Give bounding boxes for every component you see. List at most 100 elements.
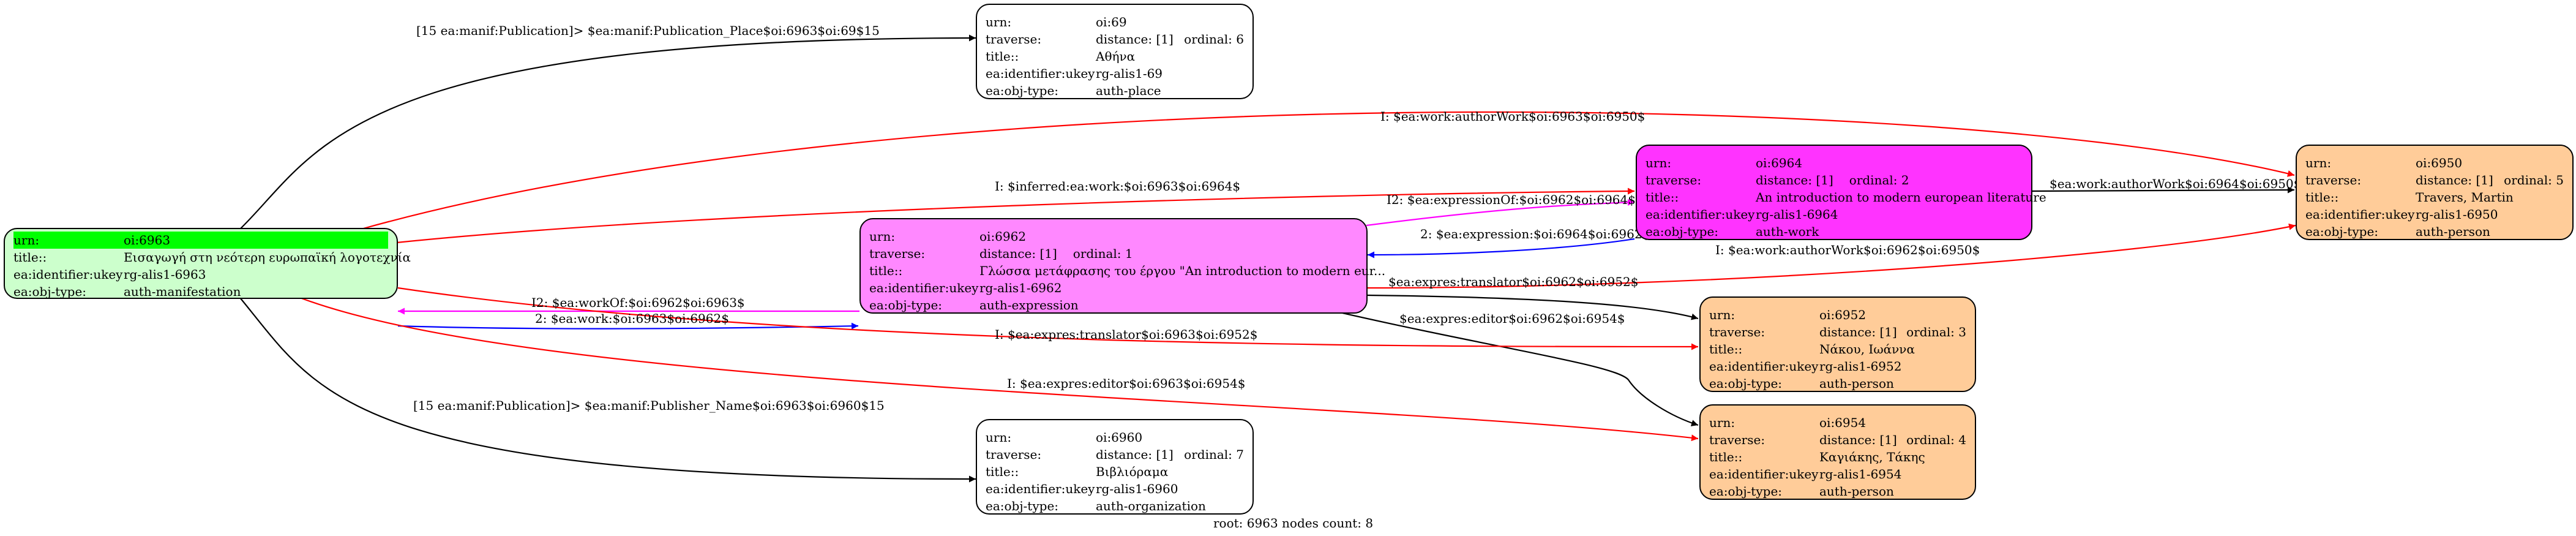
ukey-label: ea:identifier:ukey [986, 481, 1095, 496]
title-label: title:: [869, 263, 903, 278]
node-6960[interactable]: urn:oi:6960 traverse:distance: [1]ordina… [976, 419, 1254, 515]
node-6962-type-row: ea:obj-type:auth-expression [869, 296, 1358, 314]
ukey-value: rg-alis1-6950 [2416, 207, 2498, 222]
edge-translator-6962 [1367, 294, 1699, 320]
type-value: auth-person [1819, 484, 1894, 499]
urn-value: oi:6962 [979, 229, 1027, 244]
node-6954-type-row: ea:obj-type:auth-person [1709, 483, 1966, 500]
node-69-urn-row: urn:oi:69 [986, 13, 1244, 31]
traverse-label: traverse: [986, 32, 1042, 47]
node-6950-title-row: title::Travers, Martin [2305, 189, 2564, 206]
node-6954-traverse-row: traverse:distance: [1]ordinal: 4 [1709, 431, 1966, 448]
urn-label: urn: [13, 233, 40, 247]
ukey-value: rg-alis1-6952 [1819, 359, 1902, 374]
ukey-value: rg-alis1-6960 [1096, 481, 1178, 496]
title-value: Αθήνα [1096, 49, 1136, 64]
ordinal-value: ordinal: 2 [1849, 173, 1909, 187]
title-label: title:: [986, 49, 1019, 64]
edge-editor-6963 [299, 296, 1699, 442]
node-6962-traverse-row: traverse:distance: [1]ordinal: 1 [869, 245, 1358, 262]
title-value: Βιβλιόραμα [1096, 464, 1169, 479]
node-6964-title-row: title::An introduction to modern europea… [1646, 189, 2046, 206]
distance-value: distance: [1] [1096, 447, 1174, 462]
node-6963-urn-row: urn: oi:6963 [13, 232, 388, 249]
type-label: ea:obj-type: [986, 499, 1059, 513]
node-6963-title-row: title:: Εισαγωγή στη νεότερη ευρωπαϊκή λ… [13, 249, 411, 266]
edge-label-expression: 2: $ea:expression:$oi:6964$oi:6962$ [1420, 227, 1650, 241]
urn-value: oi:6954 [1819, 415, 1866, 430]
distance-value: distance: [1] [2416, 173, 2493, 187]
edge-expression [1367, 238, 1635, 259]
title-label: title:: [986, 464, 1019, 479]
edge-author-6962 [1367, 223, 2296, 289]
node-6963-type-row: ea:obj-type: auth-manifestation [13, 283, 388, 300]
node-6954[interactable]: urn:oi:6954 traverse:distance: [1]ordina… [1699, 404, 1976, 500]
urn-label: urn: [986, 430, 1012, 445]
node-6952-traverse-row: traverse:distance: [1]ordinal: 3 [1709, 323, 1966, 341]
edge-editor-6962 [1334, 310, 1699, 426]
ordinal-value: ordinal: 6 [1184, 32, 1244, 47]
urn-label: urn: [2305, 156, 2332, 170]
node-6963[interactable]: urn: oi:6963 title:: Εισαγωγή στη νεότερ… [4, 228, 411, 300]
node-6950[interactable]: urn:oi:6950 traverse:distance: [1]ordina… [2296, 145, 2574, 240]
title-value: An introduction to modern european liter… [1756, 190, 2046, 205]
title-label: title:: [1709, 450, 1743, 464]
edge-author-6963 [361, 111, 2295, 230]
ukey-value: rg-alis1-6954 [1819, 467, 1902, 481]
type-value: auth-place [1096, 83, 1161, 98]
ukey-label: ea:identifier:ukey [13, 267, 123, 282]
node-69-type-row: ea:obj-type: auth-place [986, 82, 1244, 99]
node-6952-urn-row: urn:oi:6952 [1709, 306, 1966, 323]
urn-value: oi:6952 [1819, 308, 1866, 322]
urn-label: urn: [1646, 156, 1672, 170]
ordinal-value: ordinal: 4 [1906, 432, 1966, 447]
type-value: auth-organization [1096, 499, 1206, 513]
type-value: auth-manifestation [124, 284, 241, 299]
ukey-label: ea:identifier:ukey [986, 66, 1095, 81]
title-label: title:: [1646, 190, 1679, 205]
edge-label-editor-6962: $ea:expres:editor$oi:6962$oi:6954$ [1399, 311, 1625, 326]
graph-footer: root: 6963 nodes count: 8 [1213, 516, 1374, 530]
type-value: auth-person [2416, 224, 2490, 239]
edge-label-expression-of: I2: $ea:expressionOf:$oi:6962$oi:6964$ [1387, 192, 1636, 207]
ukey-value: rg-alis1-69 [1096, 66, 1163, 81]
urn-value: oi:6964 [1756, 156, 1803, 170]
type-value: auth-expression [979, 298, 1079, 312]
edge-label-author-6962: I: $ea:work:authorWork$oi:6962$oi:6950$ [1715, 243, 1980, 257]
edge-label-place: [15 ea:manif:Publication]> $ea:manif:Pub… [416, 23, 880, 38]
traverse-label: traverse: [1709, 325, 1765, 339]
distance-value: distance: [1] [1819, 432, 1897, 447]
node-69-title-row: title::Αθήνα [986, 48, 1244, 65]
edge-author-6964 [2032, 186, 2295, 194]
node-6960-traverse-row: traverse:distance: [1]ordinal: 7 [986, 446, 1244, 463]
title-value: Καγιάκης, Τάκης [1819, 450, 1925, 464]
title-value: Εισαγωγή στη νεότερη ευρωπαϊκή λογοτεχνί… [124, 250, 411, 265]
ukey-label: ea:identifier:ukey [1709, 359, 1819, 374]
traverse-label: traverse: [869, 246, 926, 261]
node-6964[interactable]: urn: oi:6964 traverse: distance: [1] ordina… [1636, 145, 2046, 240]
urn-label: urn: [869, 229, 896, 244]
node-6963-ukey-row: ea:identifier:ukey rg-alis1-6963 [13, 266, 388, 283]
node-6952[interactable]: urn:oi:6952 traverse:distance: [1]ordina… [1699, 296, 1976, 392]
title-label: title:: [1709, 342, 1743, 357]
type-label: ea:obj-type: [1709, 376, 1783, 391]
ukey-label: ea:identifier:ukey [1646, 207, 1755, 222]
ukey-value: rg-alis1-6962 [979, 281, 1062, 295]
node-6954-title-row: title::Καγιάκης, Τάκης [1709, 448, 1966, 466]
node-6962[interactable]: urn: oi:6962 traverse:distance: [1]ordina… [859, 218, 1385, 314]
distance-value: distance: [1] [1756, 173, 1833, 187]
edge-label-publisher: [15 ea:manif:Publication]> $ea:manif:Pub… [413, 398, 885, 413]
node-6950-urn-row: urn:oi:6950 [2305, 154, 2564, 172]
ordinal-value: ordinal: 3 [1906, 325, 1966, 339]
node-69[interactable]: urn:oi:69 traverse:distance: [1]ordinal:… [976, 4, 1254, 99]
type-label: ea:obj-type: [13, 284, 87, 299]
traverse-label: traverse: [1646, 173, 1702, 187]
title-value: Travers, Martin [2416, 190, 2514, 205]
type-label: ea:obj-type: [986, 83, 1059, 98]
